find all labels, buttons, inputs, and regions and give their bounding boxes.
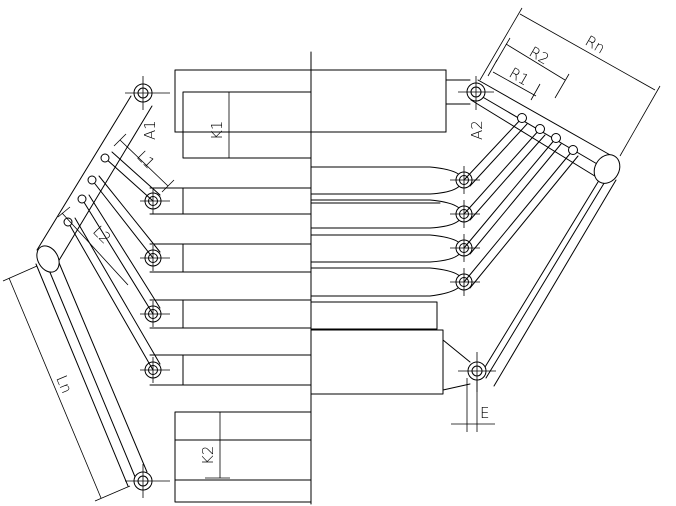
right-finger-1 — [310, 166, 463, 195]
dimension-r1 — [487, 59, 541, 101]
dimension-rn — [479, 7, 661, 157]
left-connecting-rods — [63, 151, 161, 371]
right-finger-2 — [310, 199, 463, 229]
right-finger-4 — [310, 267, 463, 297]
right-upper-link-outer — [477, 79, 613, 157]
left-top-subblock — [182, 91, 312, 159]
label-a1: A1 — [141, 120, 159, 140]
label-k1: K1 — [208, 121, 226, 140]
left-main-pin — [36, 245, 60, 273]
right-main-pin — [593, 154, 621, 184]
right-guide-plate — [310, 301, 438, 330]
label-a2: A2 — [468, 120, 486, 140]
right-bottom-block — [310, 329, 444, 395]
dimension-ln — [2, 265, 131, 502]
left-centerlines — [125, 76, 170, 498]
left-finger-1 — [149, 187, 312, 215]
left-top-block — [174, 69, 312, 133]
right-connecting-rods — [463, 113, 579, 289]
label-r1: R1 — [506, 64, 532, 90]
dimension-k2 — [205, 411, 230, 479]
left-assembly — [2, 69, 312, 503]
dimension-l1 — [113, 133, 175, 193]
dimension-k1 — [212, 91, 236, 159]
right-centerlines — [450, 76, 496, 392]
label-l1: L1 — [133, 147, 158, 172]
left-finger-3 — [149, 299, 312, 329]
left-bottom-block — [174, 411, 312, 503]
label-l2: L2 — [89, 222, 114, 247]
label-ln: Ln — [52, 373, 76, 396]
left-finger-4 — [149, 354, 312, 386]
right-lower-link-outer — [481, 181, 599, 373]
label-k2: K2 — [199, 446, 217, 465]
dimension-e — [451, 378, 495, 432]
left-finger-2 — [149, 243, 312, 273]
left-finger-pivots — [144, 192, 162, 379]
dimension-r2 — [495, 37, 570, 99]
label-e: E — [480, 404, 489, 422]
dimension-l2 — [57, 206, 129, 286]
left-upper-link-outer — [36, 95, 132, 251]
right-finger-3 — [310, 234, 463, 263]
label-r2: R2 — [526, 43, 552, 69]
right-top-block — [310, 69, 447, 133]
label-rn: Rn — [582, 32, 608, 58]
right-assembly — [310, 7, 661, 432]
